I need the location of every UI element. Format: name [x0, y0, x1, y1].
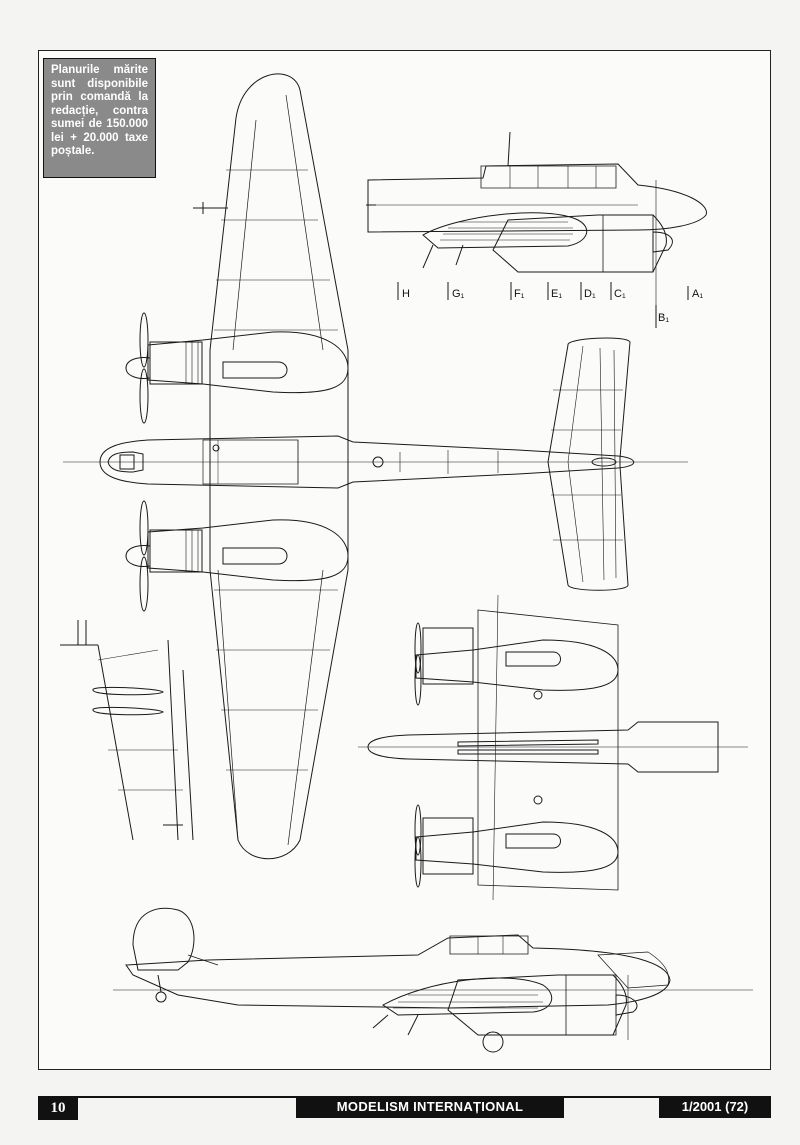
issue-number: 1/2001 (72) — [659, 1096, 771, 1118]
section-label-c: C₁ — [614, 288, 626, 300]
section-label-b: B₁ — [658, 312, 670, 324]
top-view — [63, 74, 688, 859]
plans-info-box: Planurile mărite sunt disponibile prin c… — [43, 58, 156, 178]
plans-info-text: Planurile mărite sunt disponibile prin c… — [51, 64, 148, 157]
tailplane-top — [548, 338, 630, 590]
section-label-e: E₁ — [551, 288, 563, 300]
section-label-d: D₁ — [584, 288, 596, 300]
section-label-f: F₁ — [514, 288, 525, 300]
magazine-title: MODELISM INTERNAȚIONAL — [296, 1096, 564, 1118]
section-label-g: G₁ — [452, 288, 465, 300]
section-label-a: A₁ — [692, 288, 704, 300]
page-footer: 10 MODELISM INTERNAȚIONAL 1/2001 (72) — [38, 1092, 771, 1120]
side-view-lower — [113, 908, 753, 1052]
lower-nacelle — [148, 520, 348, 581]
bottom-view — [358, 595, 748, 900]
side-view-upper — [366, 132, 706, 328]
drawing-frame — [38, 50, 771, 1070]
upper-nacelle — [148, 332, 348, 393]
wing-detail — [60, 620, 193, 840]
fuselage-top — [100, 436, 634, 488]
section-label-h: H — [402, 288, 410, 300]
page-number: 10 — [38, 1096, 78, 1120]
main-wing — [210, 74, 348, 859]
aircraft-blueprint — [38, 50, 771, 1070]
